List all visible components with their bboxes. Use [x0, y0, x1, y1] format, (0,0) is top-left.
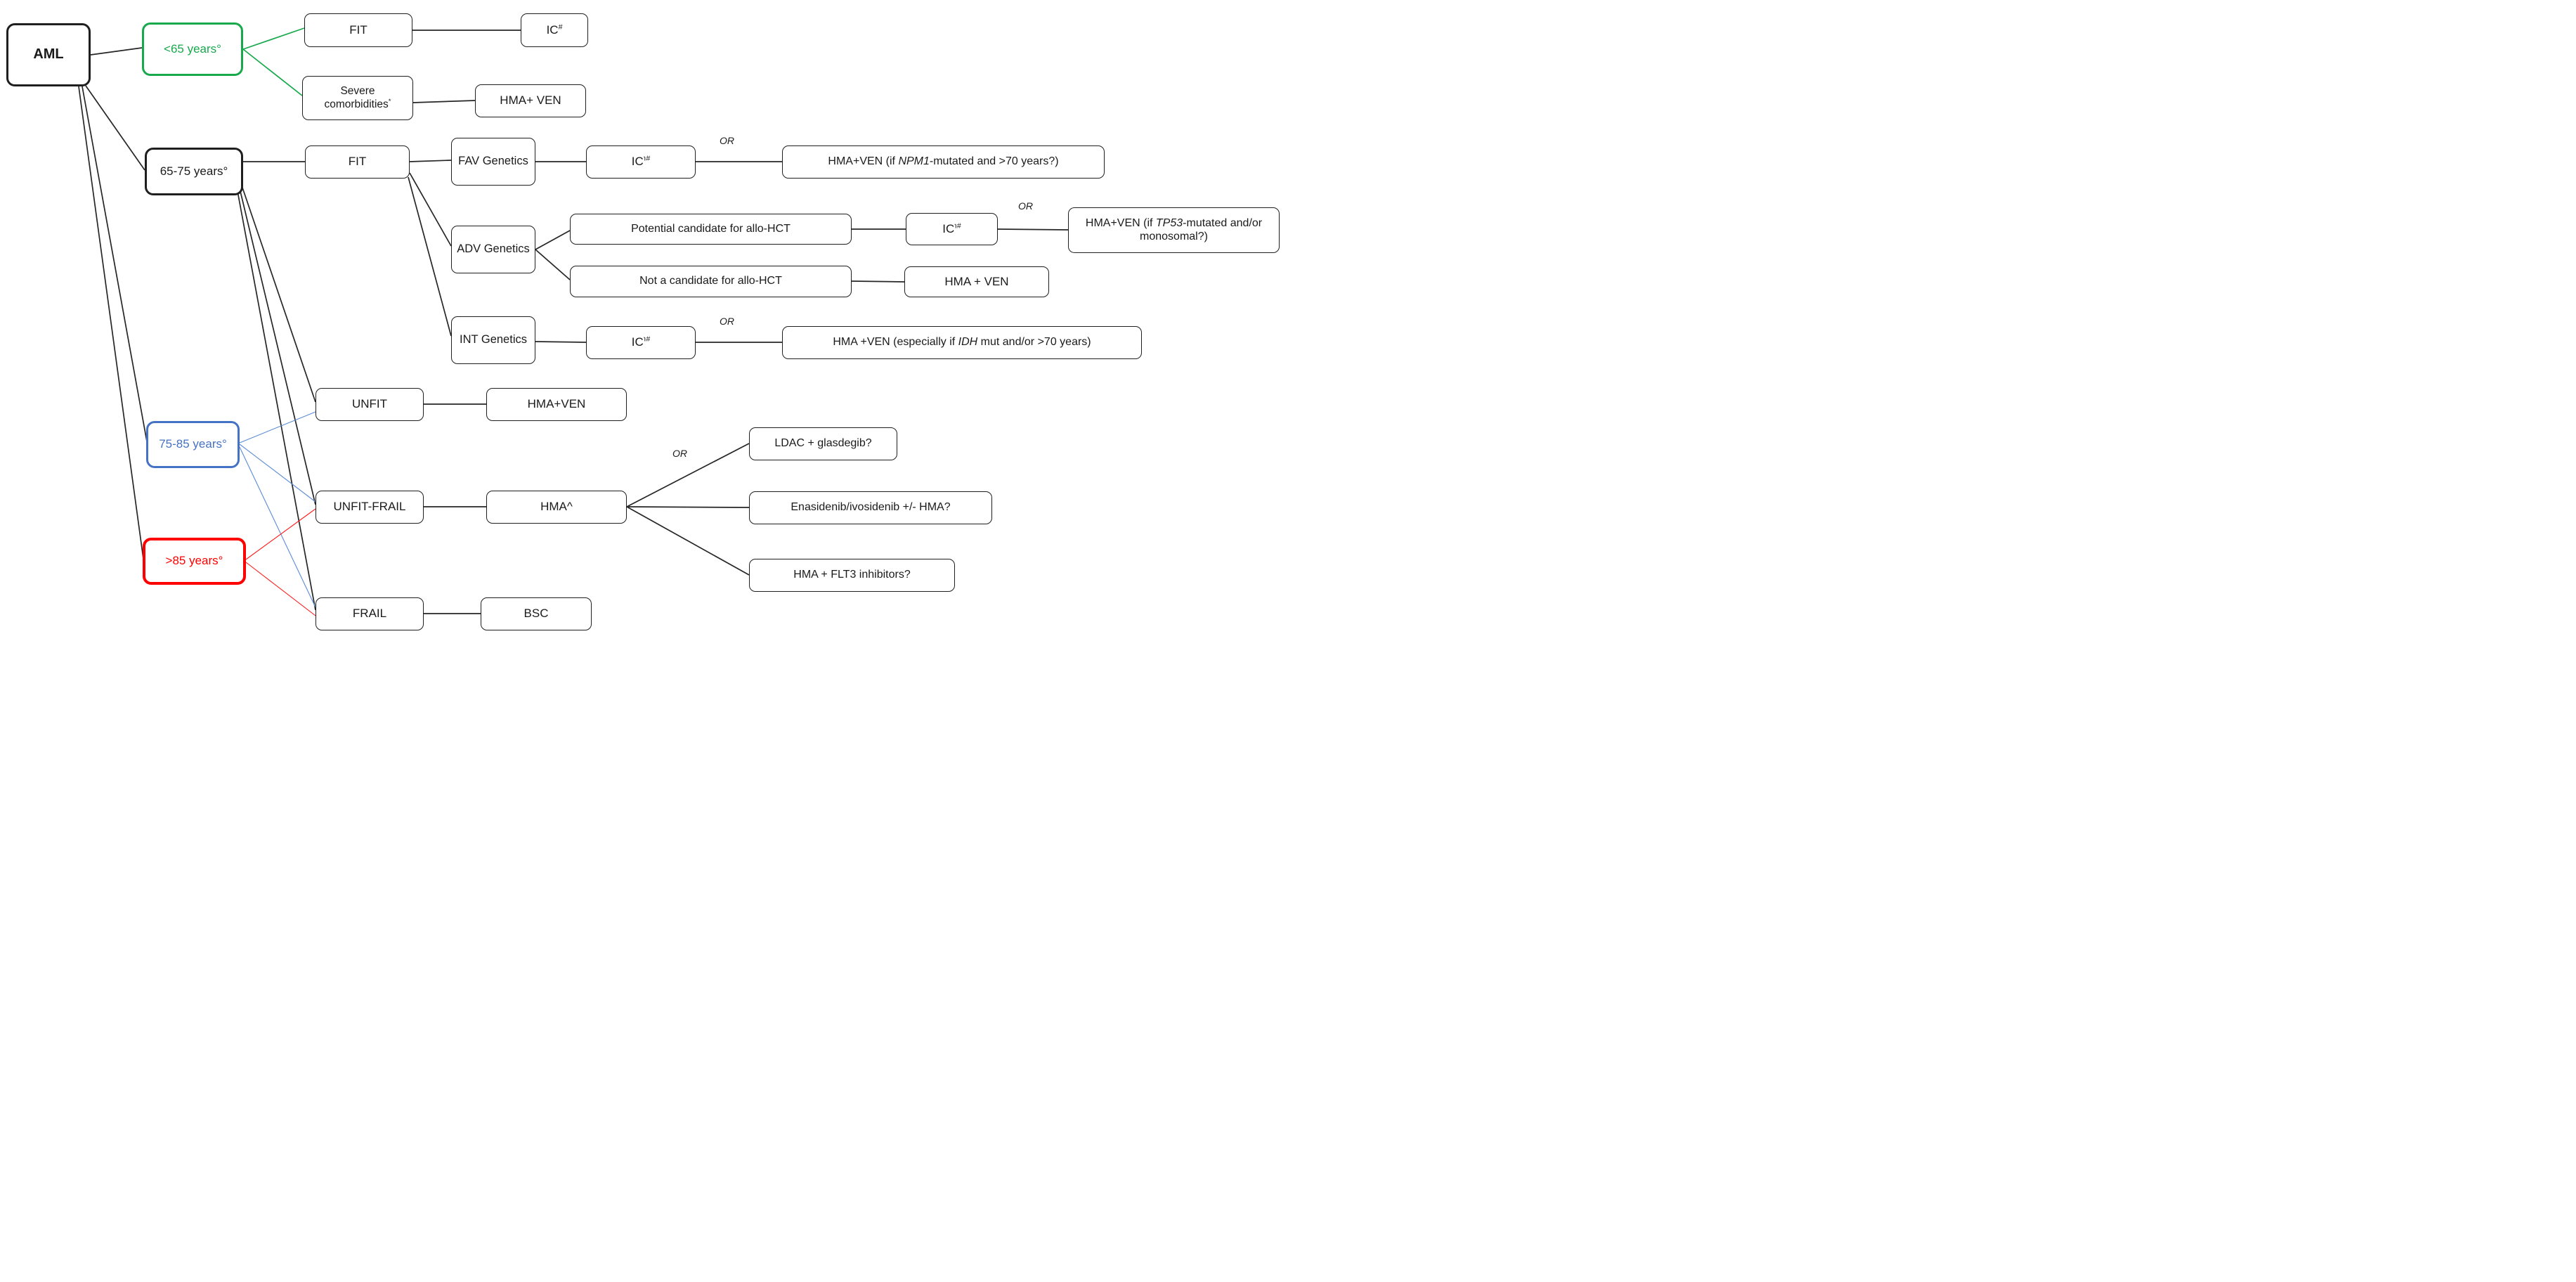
node-fav-genetics: FAV Genetics: [451, 138, 535, 186]
node-int-genetics: INT Genetics: [451, 316, 535, 364]
node-not-allo-hct-candidate: Not a candidate for allo-HCT: [570, 266, 852, 297]
node-allo-hct-candidate: Potential candidate for allo-HCT: [570, 214, 852, 245]
node-hma-ven-idh: HMA +VEN (especially if IDH mut and/or >…: [782, 326, 1142, 359]
node-ic-under-65: IC#: [521, 13, 588, 47]
node-severe-comorbidities: Severe comorbidities*: [302, 76, 413, 120]
node-hma-flt3-inhibitors: HMA + FLT3 inhibitors?: [749, 559, 955, 592]
node-age-75-85: 75-85 years°: [146, 421, 240, 468]
node-age-under-65: <65 years°: [142, 22, 243, 76]
node-fit-under-65: FIT: [304, 13, 412, 47]
node-ic-fav: IC℩#: [586, 145, 696, 179]
or-connector-int: OR: [718, 316, 736, 327]
or-connector-fav: OR: [718, 135, 736, 146]
node-fit-65-75: FIT: [305, 145, 410, 179]
node-hma-ven-under-65: HMA+ VEN: [475, 84, 586, 117]
node-ic-int: IC℩#: [586, 326, 696, 359]
node-hma-ven-adv: HMA + VEN: [904, 266, 1049, 297]
node-ic-adv: IC℩#: [906, 213, 998, 245]
red-connectors: [245, 508, 316, 616]
node-frail: FRAIL: [316, 597, 424, 630]
node-aml: AML: [6, 23, 91, 86]
node-hma: HMA^: [486, 491, 627, 524]
node-adv-genetics: ADV Genetics: [451, 226, 535, 273]
black-connectors: [78, 30, 1069, 614]
aml-treatment-flowchart: AML <65 years° FIT IC# Severe comorbidit…: [0, 0, 1288, 641]
node-age-over-85: >85 years°: [143, 538, 246, 585]
green-connectors: [242, 27, 305, 96]
node-hma-ven-tp53: HMA+VEN (if TP53-mutated and/or monosoma…: [1068, 207, 1280, 253]
node-ldac-glasdegib: LDAC + glasdegib?: [749, 427, 897, 460]
or-connector-hma: OR: [671, 448, 689, 459]
node-hma-ven-unfit: HMA+VEN: [486, 388, 627, 421]
node-hma-ven-npm1: HMA+VEN (if NPM1-mutated and >70 years?): [782, 145, 1105, 179]
node-bsc: BSC: [481, 597, 592, 630]
blue-connectors: [239, 411, 316, 608]
node-age-65-75: 65-75 years°: [145, 148, 243, 195]
node-unfit: UNFIT: [316, 388, 424, 421]
connector-lines: [78, 27, 1069, 616]
or-connector-adv: OR: [1017, 200, 1034, 212]
node-enasidenib-ivosidenib: Enasidenib/ivosidenib +/- HMA?: [749, 491, 992, 524]
node-unfit-frail: UNFIT-FRAIL: [316, 491, 424, 524]
